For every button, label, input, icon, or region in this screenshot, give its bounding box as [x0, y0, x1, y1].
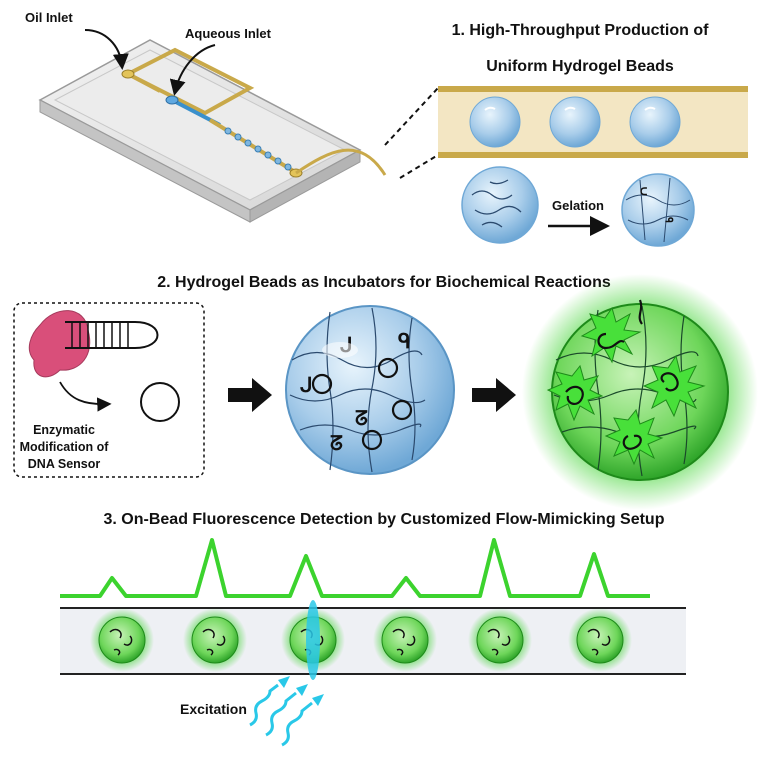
section1-title-line1: 1. High-Throughput Production of — [452, 22, 710, 39]
microfluidic-chip-icon — [38, 39, 387, 223]
svg-text:ᑫ: ᑫ — [398, 331, 411, 353]
enzyme-box: Enzymatic Modification of DNA Sensor — [13, 302, 205, 478]
excitation-wave-icon — [249, 683, 313, 747]
channel-bead-2 — [183, 608, 247, 672]
box-line1: Enzymatic — [33, 423, 95, 437]
section3-title: 3. On-Bead Fluorescence Detection by Cus… — [104, 511, 665, 528]
aqueous-inlet-label: Aqueous Inlet — [185, 26, 272, 41]
svg-text:ᑕ: ᑕ — [640, 187, 647, 198]
circular-dna-icon — [140, 382, 180, 422]
pre-gel-bead — [461, 166, 539, 244]
aqueous-inlet-arrow — [169, 44, 216, 96]
section2-title: 2. Hydrogel Beads as Incubators for Bioc… — [157, 274, 611, 291]
oil-inlet-label: Oil Inlet — [25, 10, 73, 25]
zoom-line-top — [384, 87, 439, 146]
enzyme-icon — [28, 310, 91, 378]
svg-text:ᒍ: ᒍ — [300, 375, 313, 397]
arrow-icon — [228, 378, 272, 412]
svg-text:ᘔ: ᘔ — [330, 433, 343, 455]
box-line3: DNA Sensor — [28, 457, 101, 471]
fluorescent-bead — [522, 274, 758, 510]
zoomed-channel — [438, 86, 748, 158]
channel-bead-6 — [568, 608, 632, 672]
fluorescence-trace — [60, 538, 650, 598]
channel-bead-5 — [468, 608, 532, 672]
gelled-bead: ᑕ ᓄ — [621, 173, 695, 247]
section1-title-line2: Uniform Hydrogel Beads — [486, 58, 674, 75]
excitation-beam — [306, 600, 320, 680]
arrow-icon — [472, 378, 516, 412]
channel-bead-1 — [90, 608, 154, 672]
hydrogel-bead-with-sensors: ᒍ ᑫ ᒍ ᘔ ᘔ — [285, 305, 455, 475]
zoom-line-bottom — [399, 154, 439, 179]
oil-inlet-arrow — [84, 29, 129, 70]
gelation-label: Gelation — [552, 198, 604, 213]
svg-text:ᘔ: ᘔ — [355, 408, 368, 430]
excitation-label: Excitation — [180, 701, 247, 717]
svg-text:ᓄ: ᓄ — [665, 214, 674, 225]
dna-hairpin-icon — [65, 321, 159, 349]
box-line2: Modification of — [20, 440, 110, 454]
channel-bead-4 — [373, 608, 437, 672]
